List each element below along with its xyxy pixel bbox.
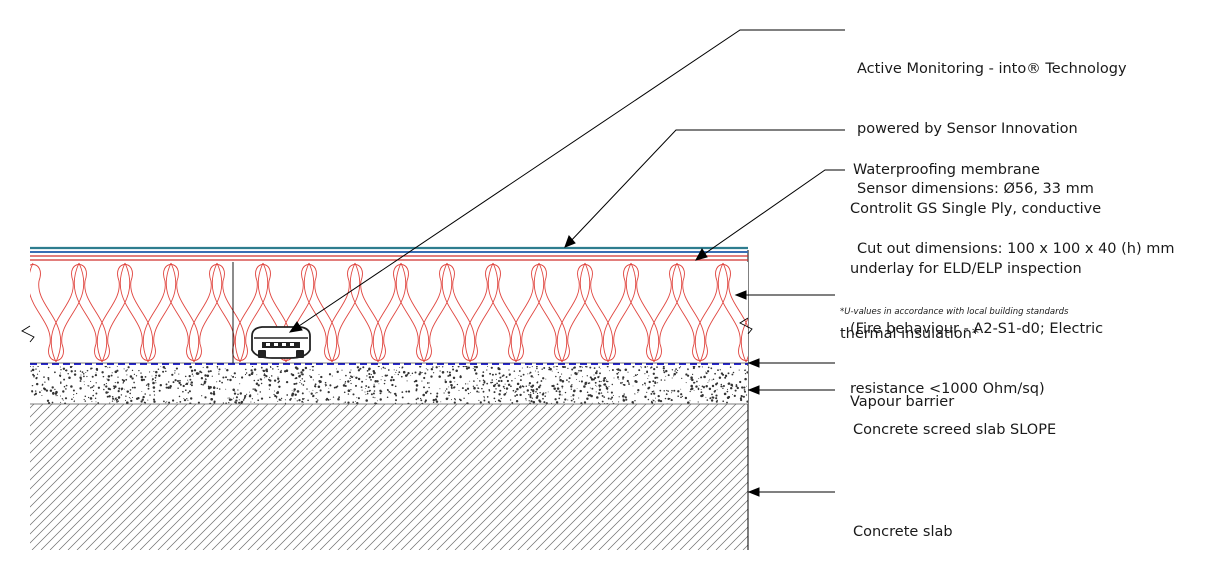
label-sensor-line-3: Sensor dimensions: Ø56, 33 mm: [857, 181, 1094, 197]
sensor-device: [251, 326, 311, 359]
label-sensor-line-2: powered by Sensor Innovation: [857, 121, 1078, 137]
waterproofing-membrane-layer: [30, 246, 748, 253]
leader-lines: [288, 29, 845, 497]
label-insulation-note: *U-values in accordance with local build…: [840, 307, 1069, 317]
label-underlay-line-3: (Fire behaviour - A2-S1-d0; Electric: [850, 321, 1104, 337]
leader-sensor: [292, 29, 845, 331]
label-insulation: thermal insulation*: [840, 284, 979, 384]
underlay-layer: [30, 255, 748, 261]
label-sensor-line-1: Active Monitoring - into® Technology: [857, 61, 1127, 77]
label-screed: Concrete screed slab SLOPE: [853, 380, 1056, 480]
concrete-screed-layer: [30, 366, 748, 405]
thermal-insulation-layer: [21, 262, 753, 364]
label-vapour-barrier: Vapour barrier: [850, 352, 954, 452]
label-sensor: Active Monitoring - into® Technology pow…: [857, 19, 1175, 299]
label-vapour-barrier-line-1: Vapour barrier: [850, 394, 955, 410]
label-underlay-line-2: underlay for ELD/ELP inspection: [850, 261, 1082, 277]
label-insulation-line-1: thermal insulation*: [840, 326, 980, 342]
leader-waterproofing: [567, 129, 845, 245]
leader-underlay: [699, 169, 845, 258]
label-slab: Concrete slab: [853, 482, 953, 575]
concrete-slab-layer: [30, 250, 749, 550]
label-sensor-line-4: Cut out dimensions: 100 x 100 x 40 (h) m…: [857, 241, 1175, 257]
label-underlay-line-4: resistance <1000 Ohm/sq): [850, 381, 1045, 397]
label-underlay-line-1: Controlit GS Single Ply, conductive: [850, 201, 1102, 217]
label-underlay: Controlit GS Single Ply, conductive unde…: [850, 159, 1103, 439]
label-screed-line-1: Concrete screed slab SLOPE: [853, 422, 1057, 438]
label-waterproofing: Waterproofing membrane: [853, 120, 1040, 220]
label-slab-line-1: Concrete slab: [853, 524, 953, 540]
label-waterproofing-line-1: Waterproofing membrane: [853, 162, 1040, 178]
